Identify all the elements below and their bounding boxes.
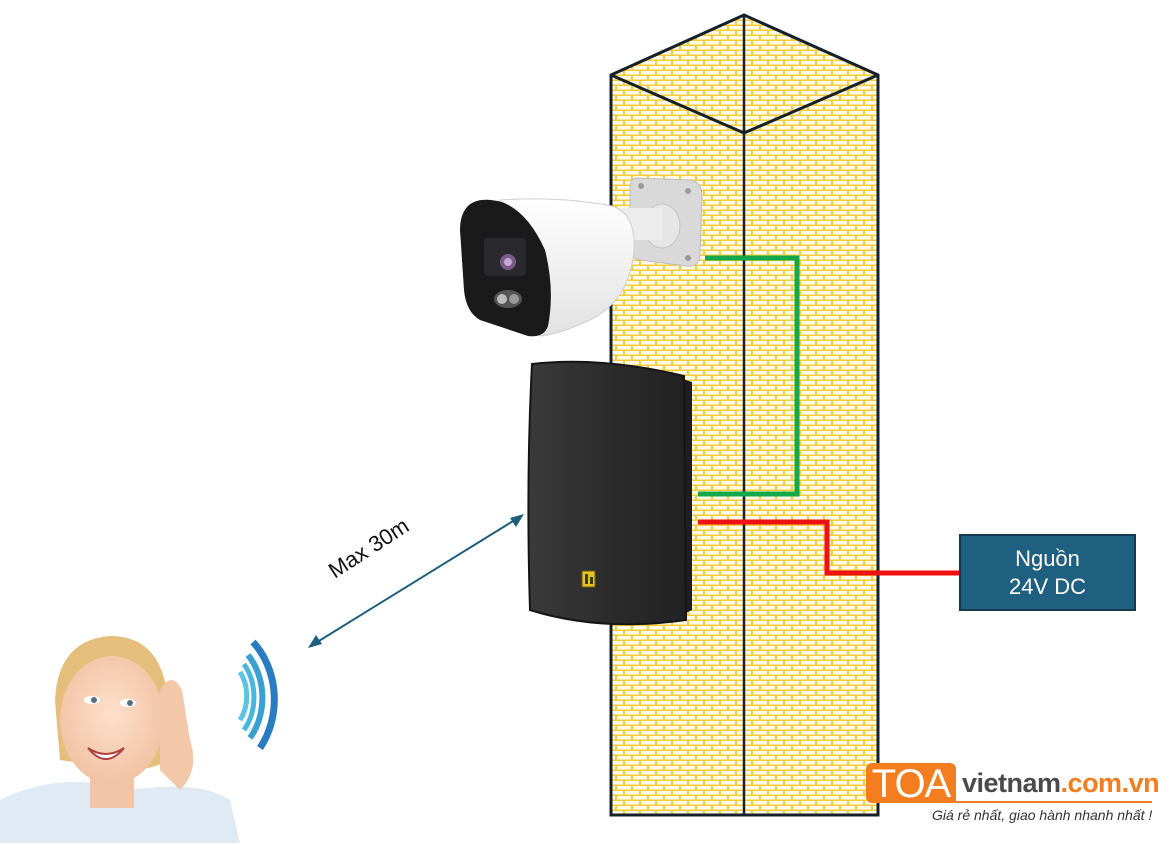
distance-arrow [308,514,524,648]
logo-site: vietnam.com.vn [962,767,1160,799]
logo-underline [956,801,1152,803]
red-wire [698,519,959,576]
speaker-icon [527,360,692,626]
green-wire [698,255,800,497]
logo-brand: TOA [866,763,956,805]
toa-vietnam-logo: TOA vietnam.com.vn Giá rẻ nhất, giao hàn… [866,763,1166,833]
listener-person [0,636,240,843]
camera-icon [460,177,703,337]
sound-wave-icon [237,639,278,750]
power-voltage: 24V DC [1008,573,1087,599]
logo-site-tld: .com.vn [1060,768,1160,798]
logo-site-main: vietnam [962,768,1061,798]
logo-slogan: Giá rẻ nhất, giao hành nhanh nhất ! [932,807,1153,823]
power-supply-box: Nguồn 24V DC [959,534,1136,611]
power-label: Nguồn [1015,545,1080,571]
